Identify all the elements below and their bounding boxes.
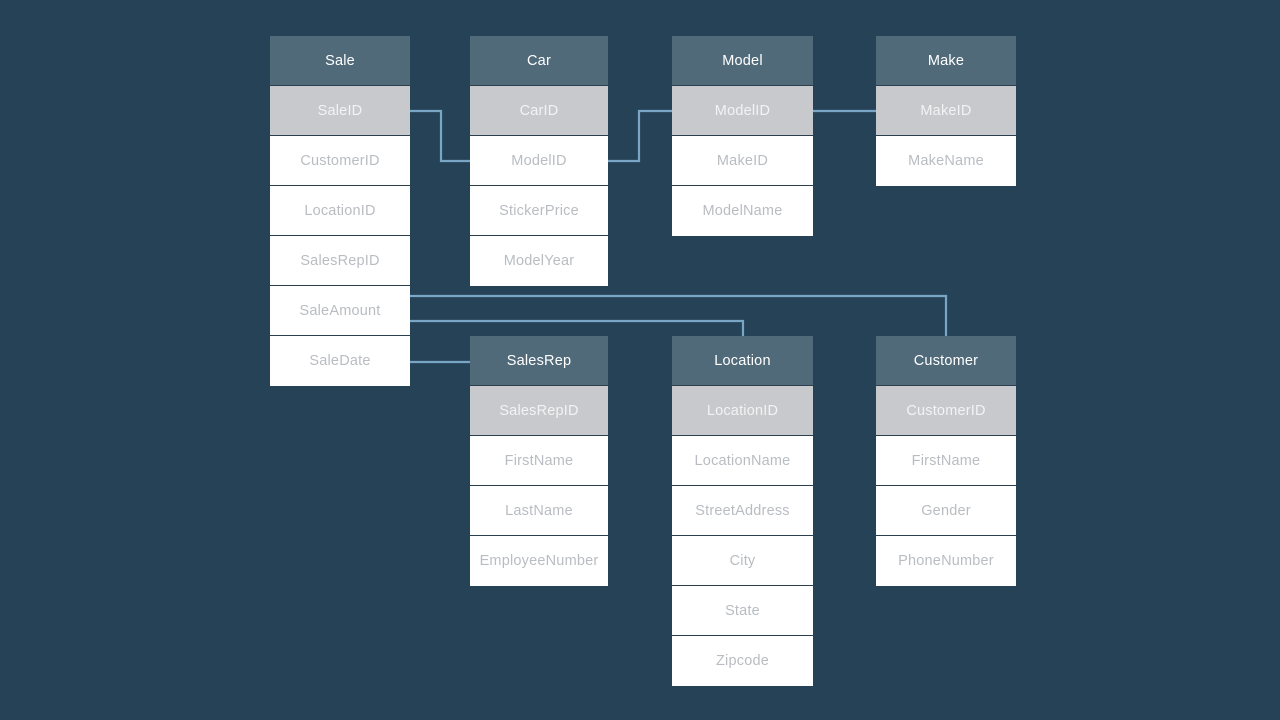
relationship-rel-car-sale bbox=[410, 109, 470, 163]
field-salesrep-firstname[interactable]: FirstName bbox=[470, 436, 608, 486]
field-salesrep-lastname[interactable]: LastName bbox=[470, 486, 608, 536]
primary-key-field-location-locationid[interactable]: LocationID bbox=[672, 386, 813, 436]
field-sale-salesrepid[interactable]: SalesRepID bbox=[270, 236, 410, 286]
field-sale-saledate[interactable]: SaleDate bbox=[270, 336, 410, 386]
field-customer-gender[interactable]: Gender bbox=[876, 486, 1016, 536]
primary-key-field-car-carid[interactable]: CarID bbox=[470, 86, 608, 136]
field-location-city[interactable]: City bbox=[672, 536, 813, 586]
entity-header-location: Location bbox=[672, 336, 813, 386]
primary-key-field-customer-customerid[interactable]: CustomerID bbox=[876, 386, 1016, 436]
field-location-zipcode[interactable]: Zipcode bbox=[672, 636, 813, 686]
field-car-stickerprice[interactable]: StickerPrice bbox=[470, 186, 608, 236]
primary-key-field-make-makeid[interactable]: MakeID bbox=[876, 86, 1016, 136]
entity-header-make: Make bbox=[876, 36, 1016, 86]
entity-header-customer: Customer bbox=[876, 336, 1016, 386]
relationship-rel-customer-sale bbox=[410, 294, 948, 336]
field-location-state[interactable]: State bbox=[672, 586, 813, 636]
field-sale-locationid[interactable]: LocationID bbox=[270, 186, 410, 236]
field-salesrep-employeenumber[interactable]: EmployeeNumber bbox=[470, 536, 608, 586]
primary-key-field-sale-saleid[interactable]: SaleID bbox=[270, 86, 410, 136]
field-sale-saleamount[interactable]: SaleAmount bbox=[270, 286, 410, 336]
primary-key-field-salesrep-salesrepid[interactable]: SalesRepID bbox=[470, 386, 608, 436]
field-car-modelyear[interactable]: ModelYear bbox=[470, 236, 608, 286]
primary-key-field-model-modelid[interactable]: ModelID bbox=[672, 86, 813, 136]
entity-header-model: Model bbox=[672, 36, 813, 86]
field-model-modelname[interactable]: ModelName bbox=[672, 186, 813, 236]
field-location-streetaddress[interactable]: StreetAddress bbox=[672, 486, 813, 536]
field-model-makeid[interactable]: MakeID bbox=[672, 136, 813, 186]
field-location-locationname[interactable]: LocationName bbox=[672, 436, 813, 486]
field-sale-customerid[interactable]: CustomerID bbox=[270, 136, 410, 186]
relationship-rel-location-sale bbox=[410, 319, 745, 336]
entity-header-salesrep: SalesRep bbox=[470, 336, 608, 386]
entity-header-sale: Sale bbox=[270, 36, 410, 86]
field-make-makename[interactable]: MakeName bbox=[876, 136, 1016, 186]
entity-header-car: Car bbox=[470, 36, 608, 86]
relationship-rel-model-car bbox=[608, 109, 672, 163]
field-customer-phonenumber[interactable]: PhoneNumber bbox=[876, 536, 1016, 586]
field-customer-firstname[interactable]: FirstName bbox=[876, 436, 1016, 486]
field-car-modelid[interactable]: ModelID bbox=[470, 136, 608, 186]
